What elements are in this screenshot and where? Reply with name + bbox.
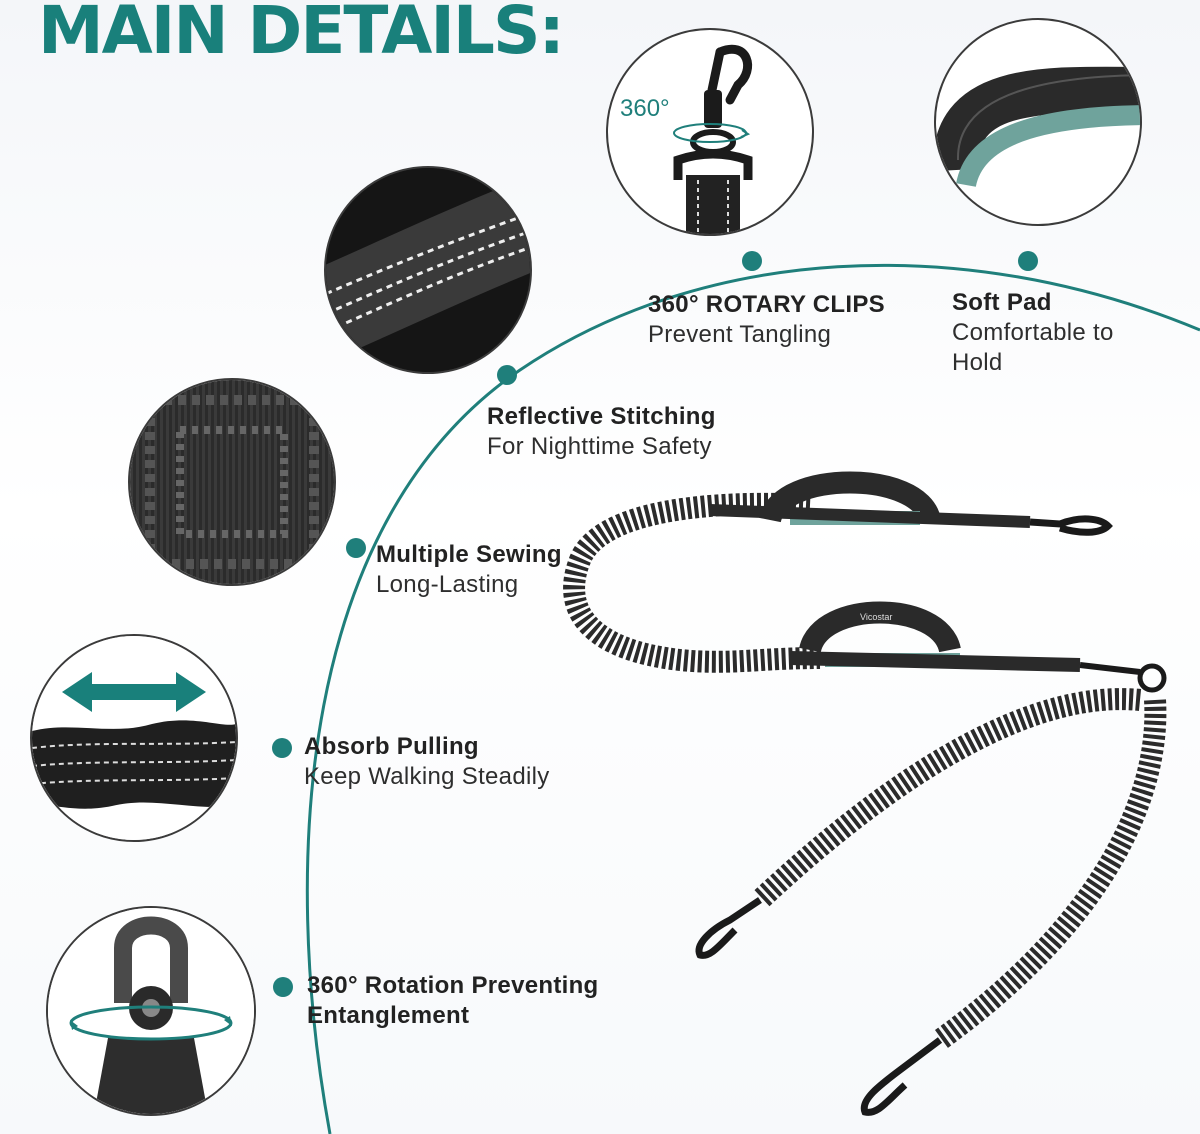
webbing-icon [130,380,334,584]
feature-subtext: For Nighttime Safety [487,433,712,460]
clip-icon: 360° [620,44,753,234]
absorb-detail-image [30,634,238,842]
top-clip [1029,515,1113,536]
feature-soft-pad: Soft Pad Comfortable to Hold [952,288,1114,378]
reflective-strap-icon [326,168,530,372]
dot-rotary-clips [742,251,762,271]
dot-absorb [272,738,292,758]
feature-sewing: Multiple Sewing Long-Lasting [376,540,562,600]
left-end-clip [695,897,762,959]
feature-rotary-clips: 360° ROTARY CLIPS Prevent Tangling [648,290,885,350]
feature-subtext: Prevent Tangling [648,321,832,348]
padded-handle-icon [936,66,1140,188]
dot-sewing [346,538,366,558]
bungee-right [933,699,1167,1049]
stretch-arrows-icon [32,636,236,840]
clip-360-badge: 360° [620,95,670,122]
middle-handle [799,601,961,654]
rotation-detail-image [46,906,256,1116]
dot-rotation [273,977,293,997]
feature-heading: Soft Pad [952,289,1052,316]
pad-detail-image [934,18,1142,226]
feature-heading: Reflective Stitching [487,403,716,430]
page-title: MAIN DETAILS: [38,0,565,69]
feature-subtext: Keep Walking Steadily [304,763,550,790]
feature-heading: Absorb Pulling [304,733,479,760]
feature-absorb: Absorb Pulling Keep Walking Steadily [304,732,550,792]
dot-reflective [497,365,517,385]
feature-reflective: Reflective Stitching For Nighttime Safet… [487,402,716,462]
feature-rotation: 360° Rotation Preventing Entanglement [307,971,599,1031]
bungee-section [563,492,821,673]
feature-heading: Multiple Sewing [376,541,562,568]
top-handle [759,471,941,524]
sewing-detail-image [128,378,336,586]
right-end-clip [860,1037,943,1116]
swivel-ring [1137,663,1167,693]
bungee-left [752,688,1142,909]
feature-subtext: Comfortable to [952,319,1114,346]
dot-soft-pad [1018,251,1038,271]
swivel-ring-icon [48,908,254,1114]
clip-detail-image: 360° [606,28,814,236]
feature-heading: 360° ROTARY CLIPS [648,291,885,318]
feature-subtext: Long-Lasting [376,571,519,598]
reflective-detail-image [324,166,532,374]
feature-heading-2: Entanglement [307,1002,470,1029]
leash-product-image: Vicostar [563,471,1167,1116]
brand-label: Vicostar [860,612,892,622]
feature-subtext-2: Hold [952,349,1003,376]
feature-heading: 360° Rotation Preventing [307,972,599,999]
